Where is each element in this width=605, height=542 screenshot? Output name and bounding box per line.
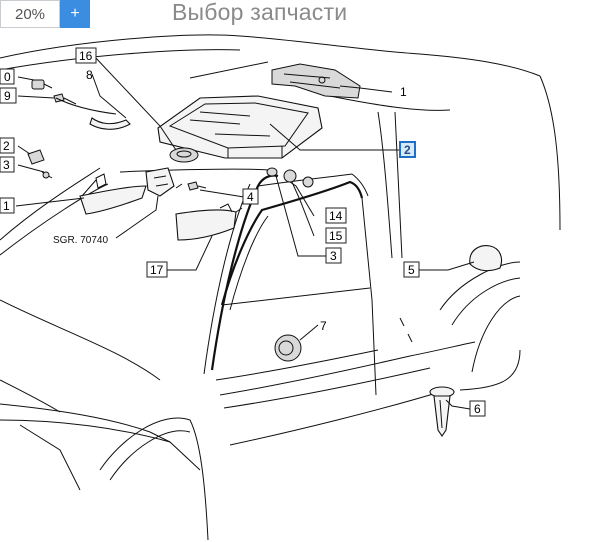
svg-text:1: 1 bbox=[400, 85, 407, 99]
callout-2-left[interactable]: 2 bbox=[0, 137, 15, 154]
svg-text:4: 4 bbox=[247, 190, 254, 204]
zoom-in-button[interactable]: + bbox=[60, 0, 90, 28]
callout-6[interactable]: 6 bbox=[469, 400, 486, 417]
roof-bracket-part bbox=[271, 63, 361, 99]
car-body-drawing bbox=[0, 34, 561, 541]
callout-1-top[interactable]: 1 bbox=[400, 85, 407, 99]
callout-5[interactable]: 5 bbox=[403, 261, 420, 278]
callout-1-left[interactable]: 1 bbox=[0, 197, 15, 214]
callout-4[interactable]: 4 bbox=[242, 188, 259, 205]
interior-lamp-part bbox=[169, 147, 199, 163]
cap-part-5 bbox=[469, 245, 503, 272]
svg-text:8: 8 bbox=[86, 68, 93, 82]
svg-text:6: 6 bbox=[474, 402, 481, 416]
callout-2-selected[interactable]: 2 bbox=[399, 141, 416, 158]
svg-text:3: 3 bbox=[330, 249, 337, 263]
sun-visor-left-part bbox=[79, 173, 147, 215]
callout-0[interactable]: 0 bbox=[0, 68, 15, 85]
round-plug-part-7 bbox=[274, 334, 302, 362]
callout-14[interactable]: 14 bbox=[325, 207, 347, 224]
svg-text:3: 3 bbox=[3, 158, 10, 172]
svg-text:1: 1 bbox=[3, 199, 10, 213]
sun-visor-right-part bbox=[175, 203, 243, 241]
svg-text:5: 5 bbox=[408, 263, 415, 277]
svg-text:14: 14 bbox=[329, 209, 343, 223]
svg-text:9: 9 bbox=[4, 89, 11, 103]
callout-9[interactable]: 9 bbox=[0, 87, 17, 104]
screw-part-4 bbox=[187, 181, 207, 191]
callout-17[interactable]: 17 bbox=[146, 261, 168, 278]
zoom-level-display[interactable]: 20% bbox=[0, 0, 60, 28]
page-title: Выбор запчасти bbox=[172, 0, 348, 25]
clip-parts-14-15 bbox=[266, 167, 314, 188]
callout-3-left[interactable]: 3 bbox=[0, 156, 15, 173]
reference-code-label: SGR. 70740 bbox=[53, 235, 108, 246]
push-pin-part-6 bbox=[429, 386, 455, 437]
callout-8[interactable]: 8 bbox=[86, 68, 93, 82]
svg-text:2: 2 bbox=[404, 143, 411, 157]
grab-handle-part bbox=[89, 117, 131, 130]
callout-7[interactable]: 7 bbox=[320, 319, 327, 333]
left-small-parts bbox=[27, 149, 53, 179]
svg-text:2: 2 bbox=[3, 139, 10, 153]
visor-mount-part bbox=[145, 167, 183, 197]
parts-diagram: SGR. 70740 0 9 16 8 1 2 2 3 1 4 14 bbox=[0, 34, 561, 541]
svg-text:15: 15 bbox=[329, 229, 343, 243]
svg-text:17: 17 bbox=[150, 263, 164, 277]
zoom-level-value: 20% bbox=[14, 5, 46, 23]
clip-parts bbox=[31, 79, 117, 115]
svg-text:16: 16 bbox=[79, 49, 93, 63]
leader-lines bbox=[15, 55, 475, 410]
svg-text:7: 7 bbox=[320, 319, 327, 333]
callout-15[interactable]: 15 bbox=[325, 227, 347, 244]
svg-text:0: 0 bbox=[4, 70, 11, 84]
roof-console-part bbox=[157, 95, 323, 159]
plus-icon: + bbox=[70, 5, 80, 22]
callout-3-middle[interactable]: 3 bbox=[325, 247, 342, 264]
callout-16[interactable]: 16 bbox=[75, 47, 97, 64]
